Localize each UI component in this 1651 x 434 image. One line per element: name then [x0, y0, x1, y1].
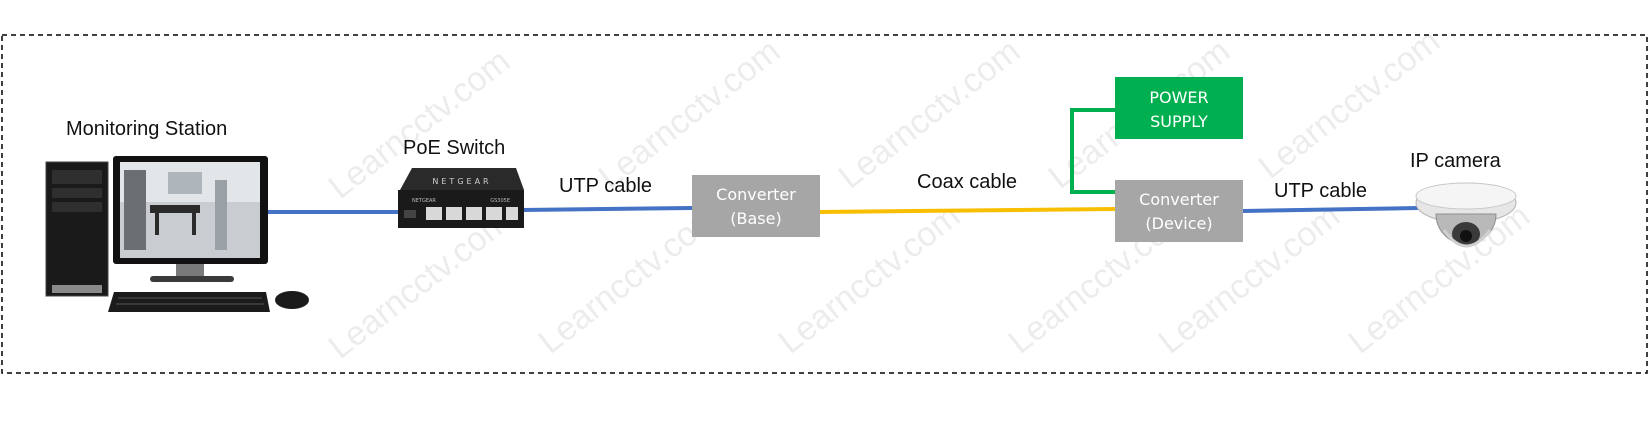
monitor-stand — [176, 264, 204, 278]
monitor-base — [150, 276, 234, 282]
switch-brand-front: NETGEAR — [412, 198, 436, 204]
switch-model: GS305E — [490, 198, 510, 204]
tower-bay — [52, 202, 102, 212]
desktop-computer-icon — [45, 156, 309, 312]
switch-top — [400, 168, 524, 190]
converter-device-rect — [1115, 180, 1243, 242]
ip-camera-label: IP camera — [1410, 150, 1502, 172]
keyboard — [108, 292, 270, 312]
converter-device-line1: Converter — [1139, 190, 1219, 209]
camera-top — [1415, 182, 1517, 210]
converter-device-box: Converter (Device) — [1115, 180, 1243, 242]
dome-ip-camera-icon — [1415, 182, 1517, 248]
switch-port — [446, 207, 462, 220]
screen-table-leg — [192, 213, 196, 235]
monitoring-station-label: Monitoring Station — [66, 118, 227, 140]
utp-cable-label-left: UTP cable — [559, 175, 652, 197]
utp-cable-converter-camera — [1242, 206, 1419, 213]
utp-cable-switch-converter — [521, 206, 693, 212]
screen-shadow — [124, 170, 146, 250]
tower-bay — [52, 170, 102, 184]
converter-base-box: Converter (Base) — [692, 175, 820, 237]
poe-switch-label: PoE Switch — [403, 137, 505, 159]
computer-tower — [45, 161, 109, 297]
screen-table — [150, 205, 200, 213]
converter-device-line2: (Device) — [1145, 214, 1212, 233]
converter-base-rect — [692, 175, 820, 237]
switch-port — [426, 207, 442, 220]
screen-door — [215, 180, 227, 250]
coax-cable-label: Coax cable — [917, 171, 1017, 193]
tower-base — [52, 285, 102, 293]
coax-cable — [819, 207, 1116, 214]
camera-dome-reflection — [1442, 229, 1492, 248]
power-supply-line2: SUPPLY — [1150, 112, 1208, 131]
converter-base-line1: Converter — [716, 185, 796, 204]
camera-lens — [1460, 230, 1472, 242]
power-line — [1070, 108, 1115, 194]
converter-base-line2: (Base) — [730, 209, 781, 228]
tower-bay — [52, 188, 102, 198]
switch-port — [466, 207, 482, 220]
mouse — [275, 291, 309, 309]
utp-cable-label-right: UTP cable — [1274, 180, 1367, 202]
watermark: Learncctv.com — [592, 32, 788, 197]
power-supply-rect — [1115, 77, 1243, 139]
switch-brand: NETGEAR — [432, 177, 491, 186]
switch-power-jack — [404, 210, 416, 218]
switch-port — [486, 207, 502, 220]
screen-table-leg — [155, 213, 159, 235]
power-supply-line1: POWER — [1149, 88, 1208, 107]
screen-window — [168, 172, 202, 194]
network-switch-icon: NETGEAR NETGEAR GS305E — [398, 168, 524, 228]
diagram-border — [1, 34, 1648, 374]
switch-port — [506, 207, 518, 220]
power-supply-box: POWER SUPPLY — [1115, 77, 1243, 139]
